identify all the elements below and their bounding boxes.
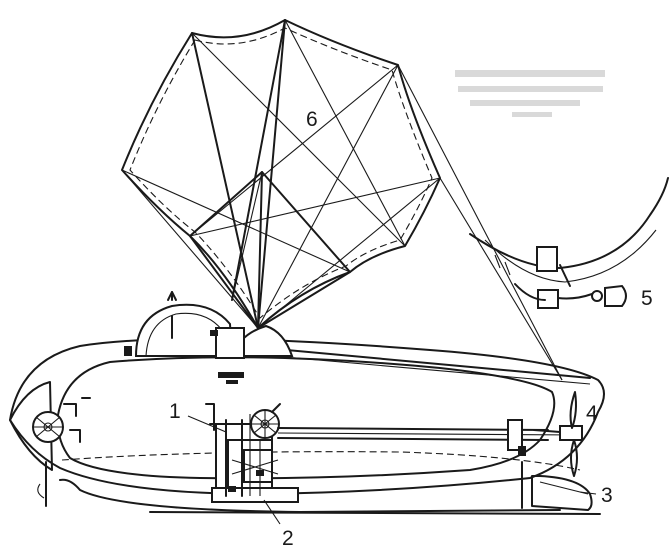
callout-3: 3	[601, 484, 613, 507]
rig-detail	[469, 177, 669, 309]
callout-4: 4	[586, 402, 598, 425]
callout-2: 2	[282, 527, 294, 550]
leader-lines	[187, 415, 597, 525]
callout-6: 6	[306, 108, 318, 131]
submarine-hull	[9, 291, 605, 515]
callout-1: 1	[169, 400, 181, 423]
drive-shaft	[250, 391, 593, 511]
bow-wheel	[32, 397, 91, 443]
faint-scan-text	[455, 70, 605, 117]
callout-5: 5	[641, 287, 653, 310]
sail-umbrella	[121, 19, 563, 381]
